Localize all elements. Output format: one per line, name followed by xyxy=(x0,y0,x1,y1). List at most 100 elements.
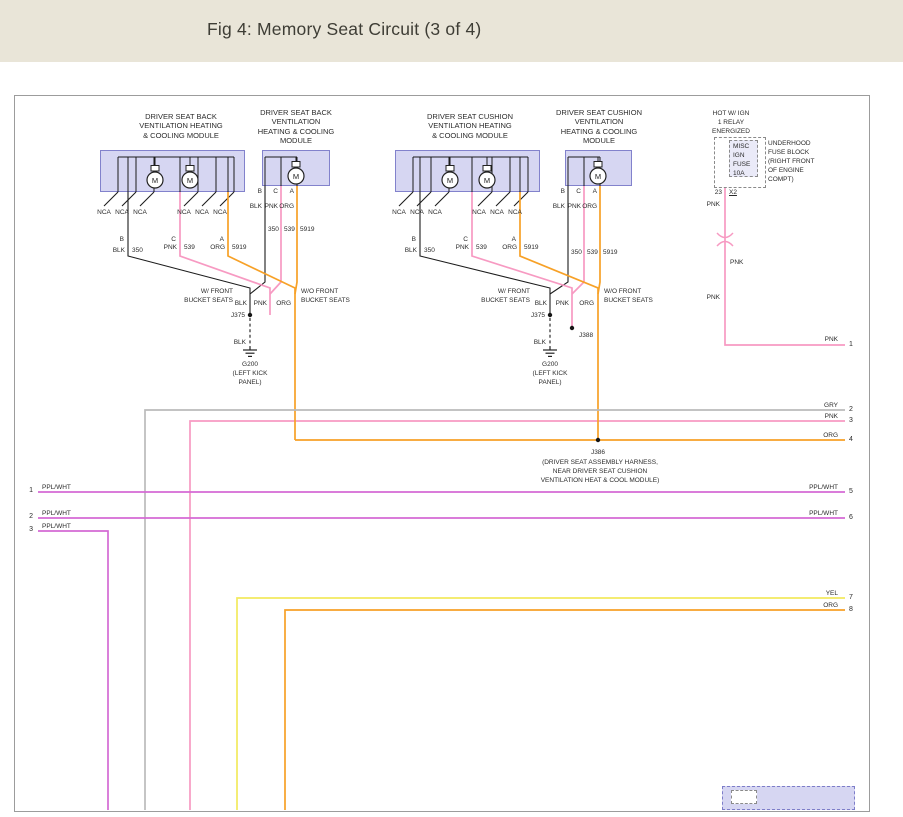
diagram-label: 539 xyxy=(587,249,598,256)
diagram-label: 1 RELAY xyxy=(717,119,745,126)
diagram-label: BLK xyxy=(112,247,125,254)
diagram-label: OF ENGINE xyxy=(768,167,804,174)
wire-blk xyxy=(477,191,493,207)
motor-symbol: M xyxy=(287,161,305,185)
wire-blk xyxy=(513,191,529,207)
diagram-label: 539 xyxy=(476,244,487,251)
diagram-label: 2 xyxy=(849,406,853,413)
diagram-label: HOT W/ IGN xyxy=(712,110,750,117)
diagram-label: BUCKET SEATS xyxy=(604,297,653,304)
ground-symbol xyxy=(543,347,557,357)
diagram-label: BLK xyxy=(233,339,246,346)
junction-dot xyxy=(569,325,575,331)
diagram-label: 8 xyxy=(849,606,853,613)
wire-org xyxy=(519,192,599,440)
diagram-label: B xyxy=(560,188,565,195)
wire-blk xyxy=(103,191,119,207)
figure-header: Fig 4: Memory Seat Circuit (3 of 4) xyxy=(0,0,903,62)
wire-blk xyxy=(127,192,251,316)
diagram-label: PNK xyxy=(253,300,267,307)
diagram-label: FUSE BLOCK xyxy=(768,149,810,156)
diagram-label: YEL xyxy=(825,590,838,597)
diagram-label: ORG xyxy=(279,203,294,210)
diagram-label: (LEFT KICK xyxy=(232,370,268,377)
wire-pnk xyxy=(189,420,845,810)
diagram-label: PNK xyxy=(730,259,744,266)
wire-gry xyxy=(144,409,845,810)
diagram-label: PNK xyxy=(824,336,838,343)
diagram-label: PNK xyxy=(555,300,569,307)
diagram-label: COMPT) xyxy=(768,176,794,183)
diagram-label: PNK xyxy=(163,244,177,251)
diagram-label: PANEL) xyxy=(238,379,262,386)
diagram-label: NCA xyxy=(213,209,227,216)
diagram-label: UNDERHOOD xyxy=(768,140,811,147)
wire-blk xyxy=(139,191,155,207)
diagram-label: C xyxy=(463,236,468,243)
diagram-label: BLK xyxy=(533,339,546,346)
diagram-label: 350 xyxy=(424,247,435,254)
inline-connector-icon xyxy=(716,232,734,239)
wire-blk xyxy=(549,186,569,295)
wire-ppl xyxy=(38,530,109,810)
wire-pnk xyxy=(724,188,845,346)
svg-text:M: M xyxy=(447,176,453,185)
inline-connector-icon xyxy=(716,240,734,247)
diagram-label: W/ FRONT xyxy=(497,288,530,295)
wire-pnk xyxy=(179,192,271,315)
diagram-label: B xyxy=(119,236,124,243)
diagram-label: C xyxy=(576,188,581,195)
diagram-label: 539 xyxy=(284,226,295,233)
wire-blk xyxy=(416,191,432,207)
diagram-label: J375 xyxy=(530,312,545,319)
diagram-label: PNK xyxy=(264,203,278,210)
diagram-label: NCA xyxy=(115,209,129,216)
diagram-label: PNK xyxy=(706,294,720,301)
diagram-label: BLK xyxy=(404,247,417,254)
diagram-label: 6 xyxy=(849,514,853,521)
diagram-label: B xyxy=(257,188,262,195)
wire-yel xyxy=(236,597,845,810)
junction-dot xyxy=(247,312,253,318)
wire-blk xyxy=(201,191,217,207)
junction-dot xyxy=(595,437,601,443)
junction-dot xyxy=(547,312,553,318)
diagram-label: C xyxy=(273,188,278,195)
diagram-label: GRY xyxy=(824,402,838,409)
diagram-label: PNK xyxy=(706,201,720,208)
diagram-label: 5919 xyxy=(603,249,618,256)
diagram-label: 10A xyxy=(733,170,745,177)
motor-symbol: M xyxy=(146,165,164,189)
diagram-frame xyxy=(14,95,870,812)
diagram-label: ORG xyxy=(823,432,838,439)
diagram-label: NCA xyxy=(195,209,209,216)
wire-pnk xyxy=(471,192,573,328)
diagram-label: NCA xyxy=(133,209,147,216)
svg-text:M: M xyxy=(293,172,299,181)
motor-symbol: M xyxy=(589,161,607,185)
fuse-symbol xyxy=(729,140,758,177)
diagram-label: PNK xyxy=(567,203,581,210)
wire-blk xyxy=(419,192,551,316)
diagram-label: 3 xyxy=(849,417,853,424)
diagram-label: 350 xyxy=(571,249,582,256)
diagram-label: W/O FRONT xyxy=(301,288,339,295)
diagram-label: ORG xyxy=(210,244,225,251)
diagram-label: PPL/WHT xyxy=(42,510,71,517)
wire-blk xyxy=(219,191,235,207)
diagram-label: BUCKET SEATS xyxy=(184,297,233,304)
svg-text:M: M xyxy=(152,176,158,185)
diagram-label: B xyxy=(411,236,416,243)
diagram-label: PPL/WHT xyxy=(42,484,71,491)
diagram-label: 539 xyxy=(184,244,195,251)
diagram-label: 350 xyxy=(132,247,143,254)
diagram-label: ORG xyxy=(823,602,838,609)
diagram-label: 1 xyxy=(29,487,33,494)
diagram-label: A xyxy=(289,188,294,195)
diagram-label: BLK xyxy=(534,300,547,307)
diagram-label: PANEL) xyxy=(538,379,562,386)
diagram-label: NEAR DRIVER SEAT CUSHION xyxy=(552,468,648,475)
diagram-label: 5919 xyxy=(524,244,539,251)
